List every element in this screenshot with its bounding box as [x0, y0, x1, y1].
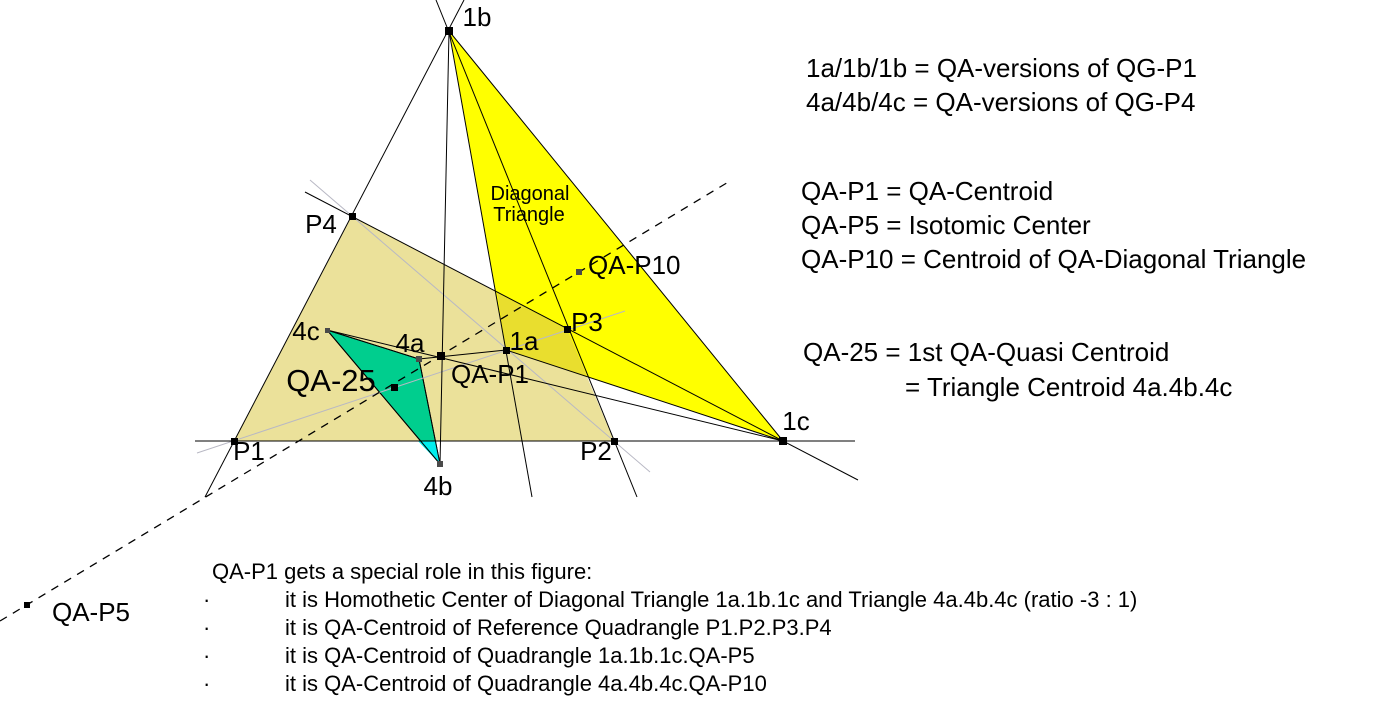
quadrangle-lines: [195, 0, 859, 498]
label-qa-p1: QA-P1: [451, 359, 529, 389]
triangle-4a4b4c-outline: [325, 329, 441, 465]
label-p2: P2: [580, 436, 612, 466]
point-marker-p1: [231, 438, 238, 445]
label-p3: P3: [571, 307, 603, 337]
point-marker-p2: [611, 438, 618, 445]
point-marker-p4: [349, 213, 356, 220]
point-marker-qa-p10: [576, 269, 582, 275]
legend-qa-versions-line1: 1a/1b/1b = QA-versions of QG-P1: [806, 53, 1197, 83]
line-p2-p3-1b: [435, 0, 638, 498]
line-4c-1c: [326, 329, 784, 442]
label-4b: 4b: [424, 471, 453, 501]
footnote: QA-P1 gets a special role in this figure…: [203, 558, 1137, 698]
point-markers: [24, 27, 787, 608]
label-diagonal-triangle-line2: Triangle: [493, 204, 565, 226]
legend-definition-qa-p5: QA-P5 = Isotomic Center: [801, 210, 1091, 240]
legend-definition-qa-p10: QA-P10 = Centroid of QA-Diagonal Triangl…: [801, 244, 1307, 274]
line-4a-1a: [418, 349, 507, 360]
bullet-dot: ·: [203, 615, 211, 640]
footnote-item-text: it is QA-Centroid of Quadrangle 4a.4b.4c…: [285, 671, 767, 696]
footnote-item-text: it is QA-Centroid of Quadrangle 1a.1b.1c…: [285, 643, 755, 668]
label-qa-25: QA-25: [286, 363, 376, 398]
label-1a: 1a: [510, 326, 539, 356]
footnote-item-text: it is QA-Centroid of Reference Quadrangl…: [285, 615, 832, 640]
footnote-item: · it is QA-Centroid of Quadrangle 4a.4b.4…: [203, 670, 1137, 698]
point-marker-qa-25: [391, 384, 398, 391]
label-1b: 1b: [463, 2, 492, 32]
dashed-qa-p5-qa-p10-line: [0, 180, 731, 622]
legend-qa-versions: 1a/1b/1b = QA-versions of QG-P1 4a/4b/4c…: [806, 51, 1197, 119]
label-p4: P4: [305, 209, 337, 239]
legend-definitions: QA-P1 = QA-Centroid QA-P5 = Isotomic Cen…: [801, 174, 1306, 276]
bullet-dot: ·: [203, 671, 211, 696]
footnote-item: · it is Homothetic Center of Diagonal Tri…: [203, 586, 1137, 614]
point-marker-4b: [437, 461, 443, 467]
point-labels: 1b P4 QA-P10 P3 1a 4a 4c QA-P1 QA-25 P1 …: [52, 2, 810, 627]
label-p1: P1: [233, 436, 265, 466]
line-p3-p4-1c: [304, 191, 859, 481]
legend-qa25-line1: QA-25 = 1st QA-Quasi Centroid: [803, 337, 1170, 367]
point-marker-1a: [503, 347, 510, 354]
bullet-dot: ·: [203, 643, 211, 668]
line-1b-1a-extended: [448, 30, 533, 498]
legend-qa25: QA-25 = 1st QA-Quasi Centroid = Triangle…: [803, 335, 1232, 405]
label-1c: 1c: [782, 406, 809, 436]
label-qa-p10: QA-P10: [588, 250, 681, 280]
point-marker-qa-p1: [437, 352, 445, 360]
legend-qa-versions-line2: 4a/4b/4c = QA-versions of QG-P4: [806, 87, 1196, 117]
point-marker-p3: [564, 326, 571, 333]
point-marker-4c: [325, 328, 330, 333]
point-marker-1b: [445, 27, 453, 35]
footnote-item: · it is QA-Centroid of Quadrangle 1a.1b.1…: [203, 642, 1137, 670]
point-marker-1c: [779, 437, 787, 445]
footnote-item: · it is QA-Centroid of Reference Quadrang…: [203, 614, 1137, 642]
label-diagonal-triangle-line1: Diagonal: [491, 183, 570, 205]
reference-quadrangle-region: [234, 216, 614, 441]
point-marker-qa-p5: [24, 602, 30, 608]
bullet-dot: ·: [203, 587, 211, 612]
footnote-title: QA-P1 gets a special role in this figure…: [212, 559, 593, 584]
label-4a: 4a: [396, 328, 425, 358]
legend-qa25-line2: = Triangle Centroid 4a.4b.4c: [905, 372, 1233, 402]
line-1a-1c: [505, 349, 784, 442]
label-qa-p5: QA-P5: [52, 597, 130, 627]
triangle-quadrangle-overlap-region: [497, 292, 587, 376]
point-marker-4a: [416, 356, 422, 362]
line-1b-4b: [439, 30, 450, 465]
legend-definition-qa-p1: QA-P1 = QA-Centroid: [801, 176, 1054, 206]
footnote-item-text: it is Homothetic Center of Diagonal Tria…: [285, 587, 1138, 612]
line-p1-p4-1b: [204, 0, 465, 498]
diagonal-p2-p4-line: [309, 179, 651, 473]
label-4c: 4c: [292, 316, 319, 346]
line-1b-1c: [448, 30, 784, 442]
diagonal-p1-p3-line: [196, 310, 626, 454]
